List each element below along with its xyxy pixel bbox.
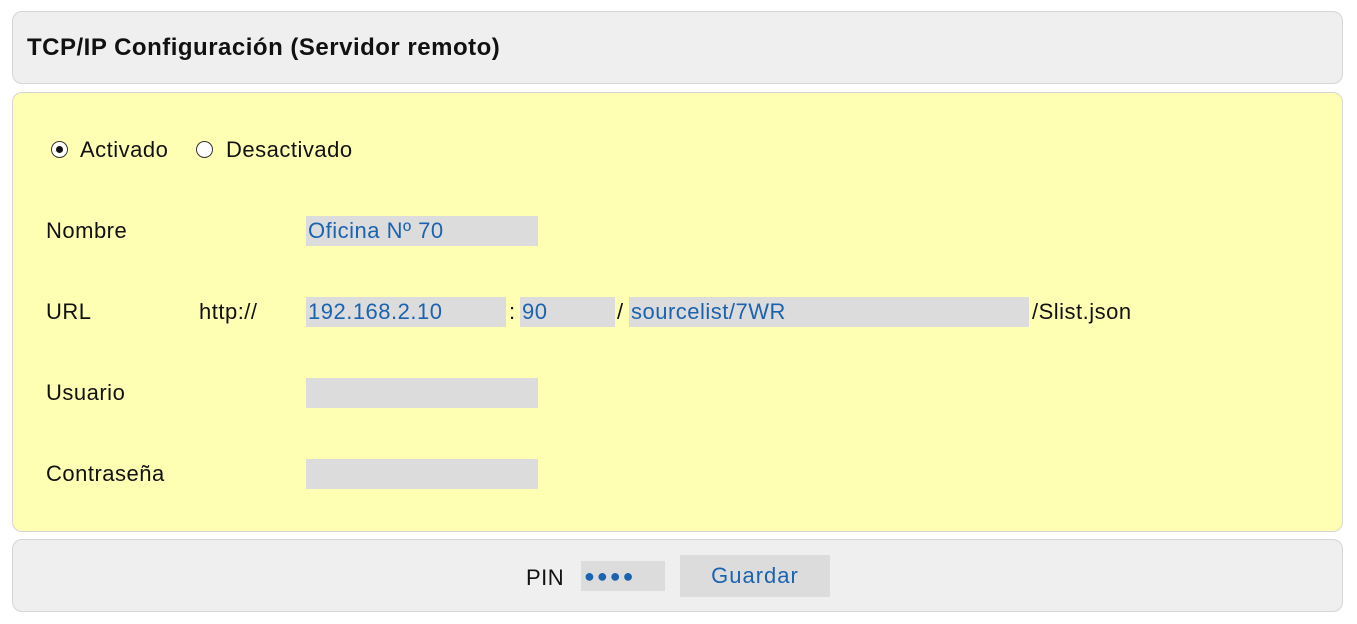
- user-input[interactable]: [306, 378, 538, 408]
- activated-label[interactable]: Activado: [80, 137, 169, 162]
- radio-selected-dot: [55, 145, 63, 153]
- url-port-input[interactable]: [520, 297, 615, 327]
- footer-panel: PIN ●●●● Guardar: [12, 539, 1343, 612]
- deactivated-label[interactable]: Desactivado: [226, 137, 353, 162]
- deactivated-radio[interactable]: [196, 141, 213, 158]
- activated-radio[interactable]: [51, 141, 68, 158]
- password-input[interactable]: [306, 459, 538, 489]
- url-suffix: /Slist.json: [1032, 299, 1132, 324]
- url-path-separator: /: [617, 299, 624, 324]
- form-panel: Activado Desactivado Nombre URL http:// …: [12, 92, 1343, 532]
- url-port-separator: :: [509, 299, 516, 324]
- url-host-input[interactable]: [306, 297, 506, 327]
- save-button[interactable]: Guardar: [680, 555, 830, 597]
- url-path-input[interactable]: [629, 297, 1029, 327]
- url-label: URL: [46, 299, 92, 324]
- name-input[interactable]: [306, 216, 538, 246]
- password-label: Contraseña: [46, 461, 165, 486]
- user-label: Usuario: [46, 380, 126, 405]
- pin-input[interactable]: ●●●●: [581, 561, 665, 591]
- header-panel: TCP/IP Configuración (Servidor remoto): [12, 11, 1343, 84]
- pin-label: PIN: [526, 565, 565, 590]
- name-label: Nombre: [46, 218, 128, 243]
- page-title: TCP/IP Configuración (Servidor remoto): [27, 34, 501, 61]
- url-scheme: http://: [199, 299, 258, 324]
